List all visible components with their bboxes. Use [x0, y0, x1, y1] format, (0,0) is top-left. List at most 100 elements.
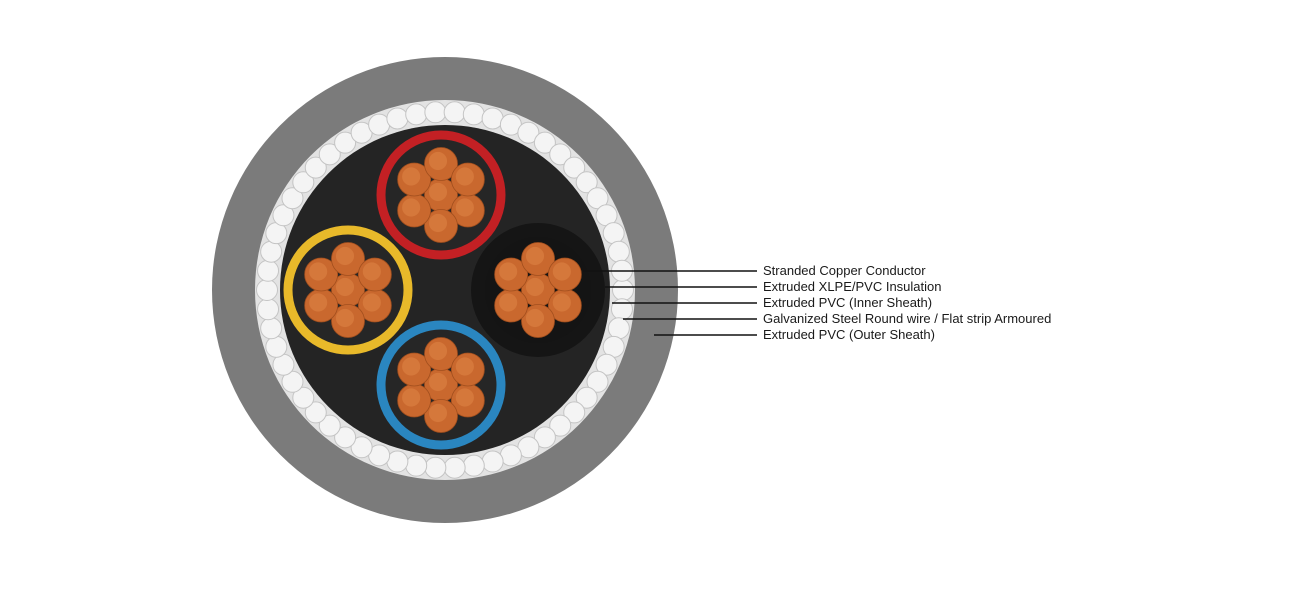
armour-wire: [586, 187, 609, 210]
copper-strand: [450, 162, 485, 197]
copper-strand-highlight: [455, 388, 474, 407]
armour-wire: [607, 317, 630, 340]
copper-strand-highlight: [455, 357, 474, 376]
copper-strand: [521, 304, 555, 338]
copper-strand-highlight: [309, 262, 328, 281]
armour-wire: [386, 107, 409, 130]
armour-wire: [462, 103, 485, 126]
copper-strand-highlight: [428, 182, 448, 202]
armour-wire: [533, 131, 556, 154]
copper-strand-highlight: [428, 403, 448, 423]
copper-strand-highlight: [402, 357, 421, 376]
copper-strand-highlight: [402, 167, 421, 186]
armour-wire: [272, 204, 295, 227]
copper-strand-highlight: [335, 277, 355, 297]
copper-strand: [357, 257, 392, 292]
copper-strand-highlight: [525, 246, 545, 266]
armour-wire: [281, 370, 304, 393]
armour-wire: [610, 298, 633, 321]
armour-wire: [405, 103, 428, 126]
armour-wire: [575, 171, 598, 194]
armour-wire: [549, 143, 572, 166]
copper-strand: [424, 337, 458, 371]
copper-strand-highlight: [499, 293, 518, 312]
armour-wire: [304, 401, 327, 424]
copper-strand-highlight: [525, 277, 545, 297]
copper-strand-highlight: [335, 246, 355, 266]
copper-strand-highlight: [552, 293, 571, 312]
armour-wire: [318, 414, 341, 437]
armour-wire: [292, 386, 315, 409]
copper-strand-highlight: [499, 262, 518, 281]
armour-wire: [595, 353, 618, 376]
armour-wire: [607, 240, 630, 263]
armour-wires: [256, 101, 634, 479]
armour-wire: [292, 171, 315, 194]
armour-wire: [265, 335, 288, 358]
copper-strand: [450, 352, 485, 387]
armour-wire: [575, 386, 598, 409]
armour-wire: [260, 240, 283, 263]
copper-strand: [547, 257, 582, 292]
yellow-core: [283, 225, 413, 355]
armour-wire: [563, 156, 586, 179]
copper-strand-highlight: [428, 341, 448, 361]
copper-strand-highlight: [455, 167, 474, 186]
copper-strand: [397, 162, 432, 197]
copper-strand: [494, 257, 529, 292]
armour-wire: [424, 101, 447, 124]
copper-strand-highlight: [402, 388, 421, 407]
armour-wire: [481, 450, 504, 473]
copper-strand: [424, 147, 458, 181]
copper-strand-highlight: [552, 262, 571, 281]
copper-strand: [397, 352, 432, 387]
armour-wire: [549, 414, 572, 437]
leader-lines: [583, 270, 757, 336]
copper-strand-highlight: [335, 308, 355, 328]
copper-strand-highlight: [402, 198, 421, 217]
copper-strand-highlight: [362, 262, 381, 281]
copper-strand-highlight: [428, 372, 448, 392]
armour-wire: [462, 454, 485, 477]
armour-wire: [350, 436, 373, 459]
copper-strand: [521, 242, 555, 276]
copper-strand-highlight: [309, 293, 328, 312]
label-insulation: Extruded XLPE/PVC Insulation: [763, 279, 942, 294]
armour-wire: [257, 298, 280, 321]
armour-wire: [563, 401, 586, 424]
copper-strand: [331, 304, 365, 338]
cores: [283, 130, 605, 450]
armour-wire: [602, 222, 625, 245]
armour-wire: [334, 426, 357, 449]
black-core: [471, 223, 605, 357]
copper-strand: [331, 242, 365, 276]
copper-strand-highlight: [455, 198, 474, 217]
label-inner-sheath: Extruded PVC (Inner Sheath): [763, 295, 933, 310]
label-armour: Galvanized Steel Round wire / Flat strip…: [763, 311, 1052, 326]
armour-wire: [257, 259, 280, 282]
armour-wire: [405, 454, 428, 477]
armour-wire: [443, 456, 466, 479]
armour-wire: [318, 143, 341, 166]
label-conductor: Stranded Copper Conductor: [763, 263, 926, 278]
armour-wire: [533, 426, 556, 449]
label-outer-sheath: Extruded PVC (Outer Sheath): [763, 327, 935, 342]
copper-strand: [304, 257, 339, 292]
copper-strand-highlight: [525, 308, 545, 328]
copper-strand: [424, 209, 458, 243]
armour-wire: [260, 317, 283, 340]
inner-sheath: [280, 125, 610, 455]
armour-wire: [443, 101, 466, 124]
armour-wire: [612, 279, 634, 301]
armour-wire: [256, 279, 278, 301]
copper-strand: [424, 399, 458, 433]
copper-strand-highlight: [428, 151, 448, 171]
red-core: [376, 130, 506, 260]
armour-wire: [304, 156, 327, 179]
cable-body: [212, 57, 678, 523]
copper-strand-highlight: [362, 293, 381, 312]
copper-strand-highlight: [428, 213, 448, 233]
armour-wire: [334, 131, 357, 154]
